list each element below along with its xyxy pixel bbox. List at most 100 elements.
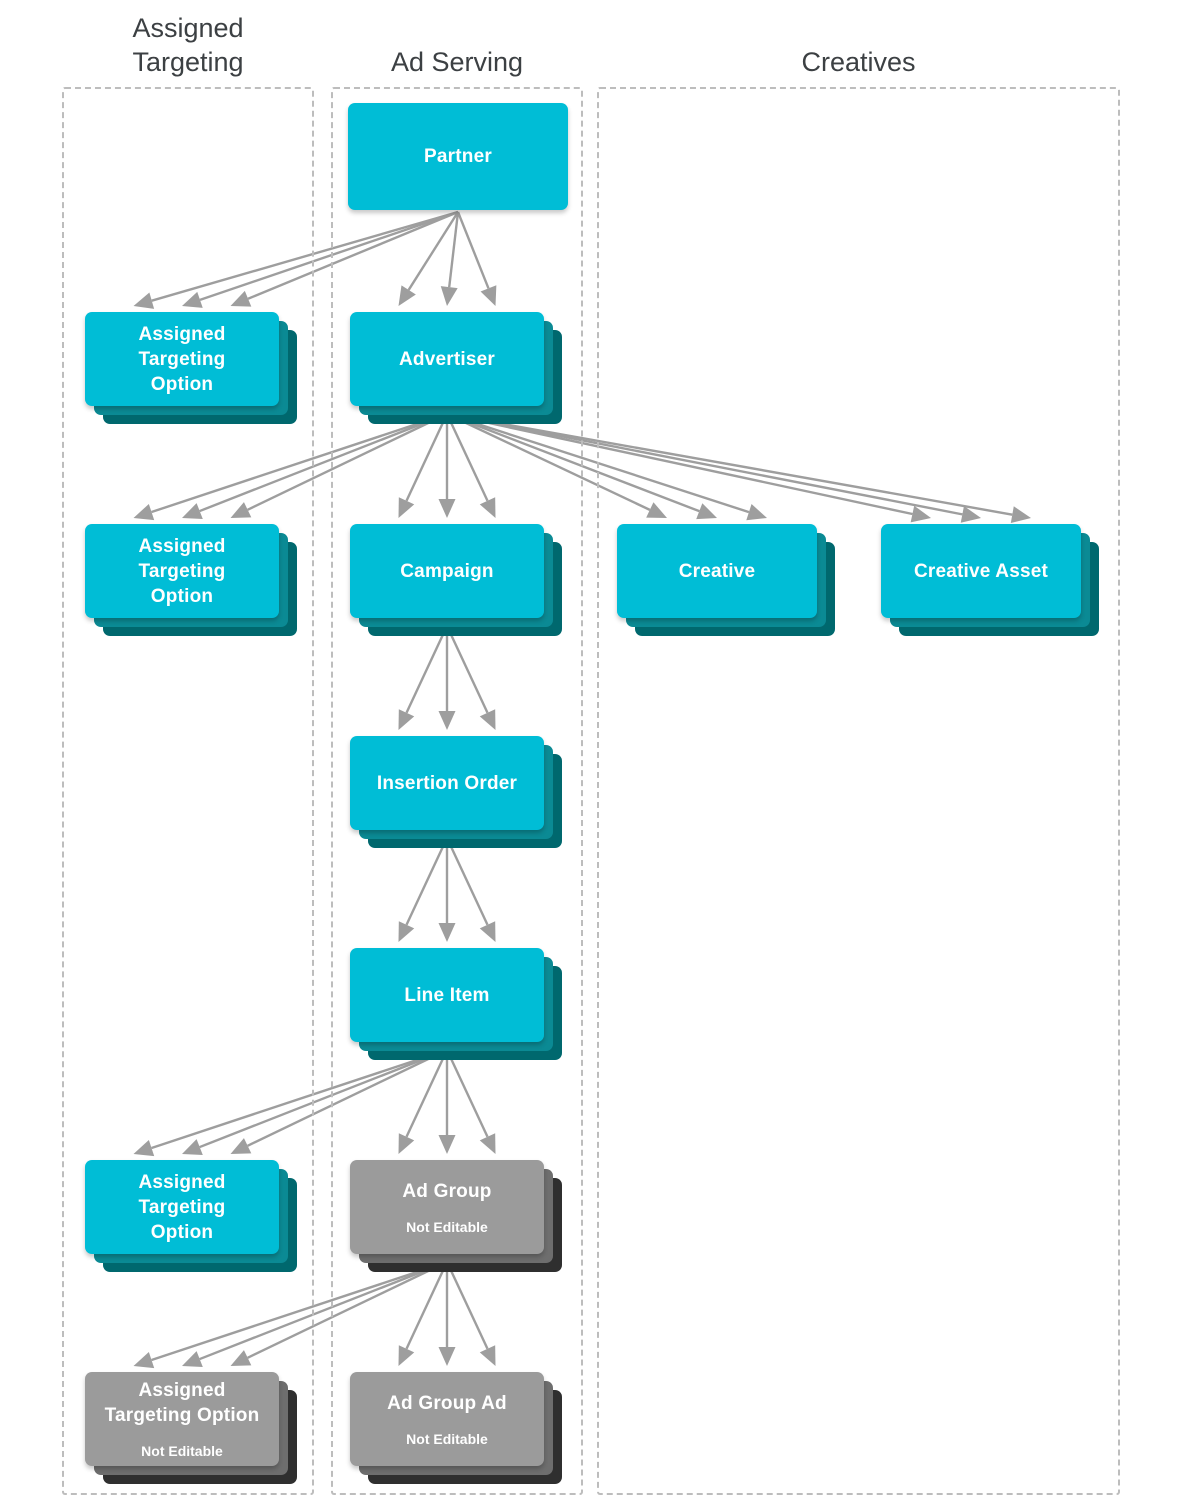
card-title-line: Targeting xyxy=(138,348,226,370)
edge-arrowhead xyxy=(398,709,415,730)
edge-arrowhead xyxy=(479,709,496,730)
edge-arrow xyxy=(445,625,496,730)
edge-arrow xyxy=(182,1260,448,1367)
card-title-line: Option xyxy=(150,585,214,607)
edge-arrowhead xyxy=(910,505,931,523)
node-insertion-order[interactable]: Insertion Order xyxy=(350,736,562,848)
card-title-line: Option xyxy=(150,373,214,395)
edge-arrow xyxy=(398,413,449,518)
edge-line xyxy=(445,625,489,714)
edge-arrow xyxy=(445,1049,496,1154)
card-title: Ad Group xyxy=(402,1179,491,1204)
edge-line xyxy=(407,211,460,291)
card-campaign[interactable]: Campaign xyxy=(350,524,544,618)
card-title-line: Option xyxy=(150,1221,214,1243)
column-box-creatives xyxy=(597,87,1120,1495)
edge-arrowhead xyxy=(438,923,456,942)
edge-arrowhead xyxy=(480,285,497,306)
edge-arrowhead xyxy=(230,290,252,307)
edge-arrow xyxy=(438,838,456,942)
edge-arrowhead xyxy=(479,1345,496,1366)
edge-line xyxy=(445,837,489,926)
edge-line xyxy=(405,413,449,502)
card-creative-asset[interactable]: Creative Asset xyxy=(881,524,1081,618)
edge-line xyxy=(199,1260,448,1361)
edge-arrow xyxy=(230,412,448,518)
node-partner[interactable]: Partner xyxy=(348,103,568,210)
edge-line xyxy=(446,412,651,511)
node-campaign[interactable]: Campaign xyxy=(350,524,562,636)
node-advertiser[interactable]: Advertiser xyxy=(350,312,562,424)
edge-arrow xyxy=(230,210,459,307)
card-title-line: Assigned xyxy=(138,535,226,557)
edge-arrowhead xyxy=(133,503,155,521)
card-title-line: Creative xyxy=(678,560,756,582)
edge-arrowhead xyxy=(440,286,458,306)
edge-arrow xyxy=(398,837,449,942)
edge-line xyxy=(446,412,913,516)
node-creative[interactable]: Creative xyxy=(617,524,835,636)
card-title-line: Insertion Order xyxy=(376,772,518,794)
edge-arrow xyxy=(445,837,496,942)
edge-arrowhead xyxy=(646,502,667,518)
edge-arrowhead xyxy=(133,1351,155,1369)
edge-arrow xyxy=(445,413,496,518)
card-title-line: Partner xyxy=(424,146,492,167)
edge-arrow xyxy=(398,211,460,306)
node-line-item[interactable]: Line Item xyxy=(350,948,562,1060)
card-title-line: Assigned xyxy=(138,323,226,345)
card-line-item[interactable]: Line Item xyxy=(350,948,544,1042)
card-title-line: Assigned xyxy=(138,1380,226,1401)
edge-line xyxy=(405,837,449,926)
card-title-line: Targeting xyxy=(138,560,226,582)
edge-arrowhead xyxy=(398,497,415,518)
card-advertiser[interactable]: Advertiser xyxy=(350,312,544,406)
node-creative-asset[interactable]: Creative Asset xyxy=(881,524,1099,636)
edge-arrowhead xyxy=(230,1138,252,1154)
card-title: Insertion Order xyxy=(377,771,517,796)
edge-arrow xyxy=(438,1262,456,1366)
edge-line xyxy=(151,1260,448,1362)
edge-arrow xyxy=(230,1048,448,1154)
edge-line xyxy=(151,210,459,302)
card-title: Partner xyxy=(424,144,492,169)
card-title-line: Assigned xyxy=(138,1171,226,1193)
card-partner[interactable]: Partner xyxy=(348,103,568,210)
card-title: Creative Asset xyxy=(914,559,1048,584)
card-insertion-order[interactable]: Insertion Order xyxy=(350,736,544,830)
edge-arrow xyxy=(445,1261,496,1366)
edge-arrow xyxy=(446,412,931,523)
edge-arrowhead xyxy=(438,1347,456,1366)
card-title: Advertiser xyxy=(399,347,495,372)
card-title-line: Advertiser xyxy=(399,348,495,370)
edge-arrowhead xyxy=(133,1139,155,1157)
edge-arrow xyxy=(456,211,497,306)
edge-arrow xyxy=(182,412,448,519)
edge-arrow xyxy=(438,414,456,518)
edge-arrowhead xyxy=(479,497,496,518)
card-title-line: Ad Group Ad xyxy=(387,1392,507,1414)
edge-arrow xyxy=(182,210,459,308)
edge-arrow xyxy=(398,625,449,730)
card-creative[interactable]: Creative xyxy=(617,524,817,618)
column-box-assigned-targeting xyxy=(62,87,314,1495)
edge-line xyxy=(199,412,448,513)
edge-line xyxy=(405,625,449,714)
edge-arrow xyxy=(133,412,448,521)
edge-arrow xyxy=(446,412,1031,524)
